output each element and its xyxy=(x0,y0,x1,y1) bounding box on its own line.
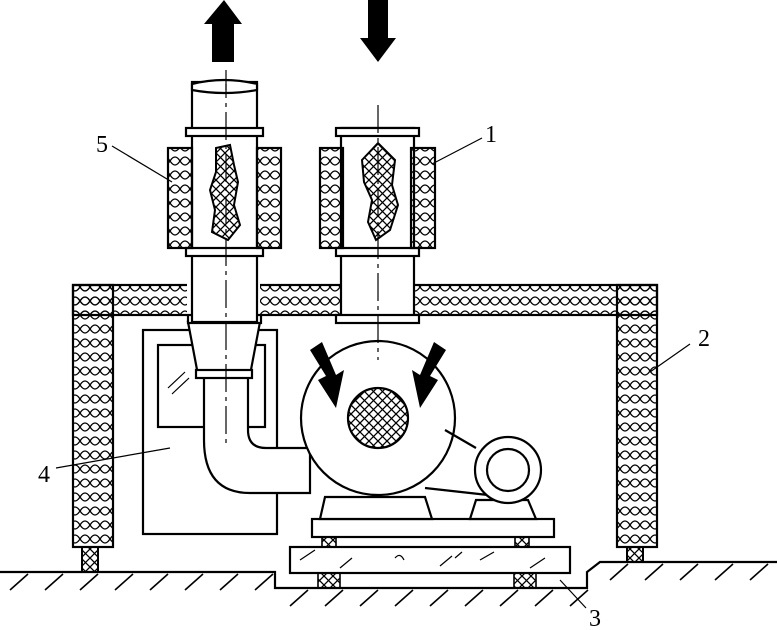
center-lines xyxy=(225,70,379,445)
exhaust-arrow-up-icon xyxy=(204,0,242,62)
silencer-outlet xyxy=(166,78,283,324)
label-3: 3 xyxy=(589,606,601,630)
fan-inflow-arrow-right-icon xyxy=(412,342,446,408)
airflow-arrows xyxy=(204,0,446,408)
fan-inflow-arrow-left-icon xyxy=(310,342,344,408)
label-1: 1 xyxy=(485,122,497,148)
label-4: 4 xyxy=(38,462,50,488)
label-5: 5 xyxy=(96,132,108,158)
label-2: 2 xyxy=(698,326,710,352)
motor xyxy=(424,429,543,521)
intake-arrow-down-icon xyxy=(360,0,396,62)
part-labels: 5 1 2 4 3 xyxy=(38,122,710,630)
ground xyxy=(0,560,777,607)
vibration-isolator xyxy=(288,517,572,589)
leader-lines xyxy=(55,137,691,609)
